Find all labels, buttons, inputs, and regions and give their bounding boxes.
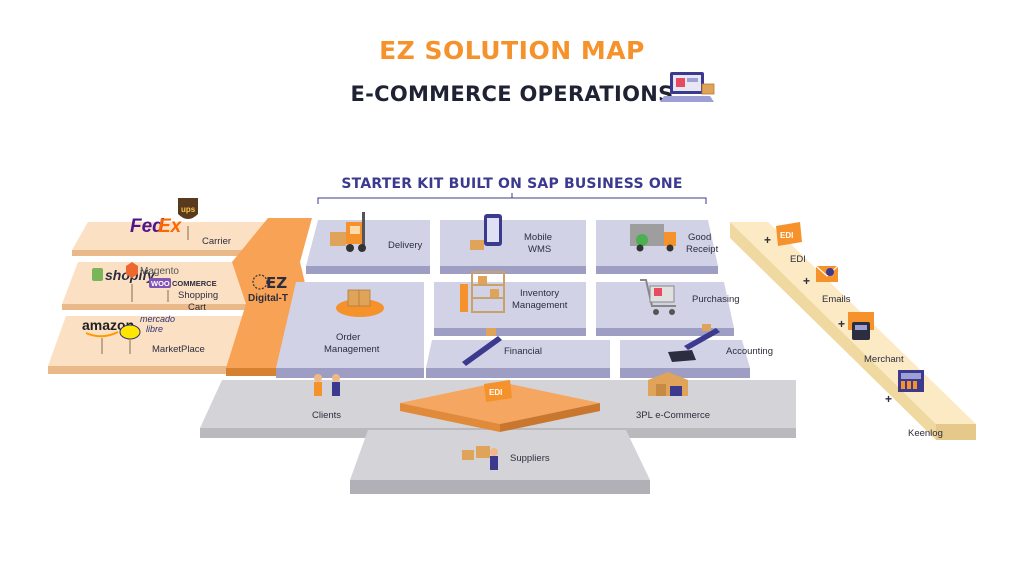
merchant-addon-plus: + <box>838 317 845 331</box>
mobile-phone-icon <box>470 214 502 250</box>
forklift-icon <box>330 212 366 252</box>
ez-logo-icon <box>252 274 268 290</box>
shopping-cart-label-line1: Shopping <box>178 290 218 301</box>
starter-kit-title: STARTER KIT BUILT ON SAP BUSINESS ONE <box>341 176 683 192</box>
accounting-label: Accounting <box>726 346 773 357</box>
woo-logo: WOO <box>151 279 170 288</box>
mercado-logo: mercado <box>140 314 175 324</box>
edi-addon-plus: + <box>764 233 771 247</box>
delivery-truck-icon <box>630 224 676 252</box>
shopping-cart-icon <box>640 279 676 315</box>
woo-badge <box>149 278 171 288</box>
third-party-logistics-label: 3PL e-Commerce <box>636 410 710 421</box>
inventory-shelf-icon <box>460 271 505 313</box>
page-title: EZ SOLUTION MAP <box>379 36 645 65</box>
keenlog-addon-plus: + <box>885 392 892 406</box>
starter-kit-bracket <box>317 193 707 204</box>
mobile-wms-label-line1: Mobile <box>524 232 552 243</box>
merchant-addon-label: Merchant <box>864 354 904 365</box>
order-management-label-line1: Order <box>336 332 360 343</box>
ecommerce-laptop-icon <box>660 72 715 102</box>
fedex-ex-logo: Ex <box>158 216 183 237</box>
libre-logo: libre <box>146 324 163 334</box>
edi-center-label: EDI <box>489 388 502 397</box>
conveyor-chart-icon <box>462 328 502 366</box>
inventory-management-label-line2: Management <box>512 300 568 311</box>
emails-addon-label: Emails <box>822 294 851 305</box>
purchasing-label: Purchasing <box>692 294 740 305</box>
calculator-icon <box>668 324 720 362</box>
amazon-smile-icon <box>85 331 119 338</box>
good-receipt-label-line1: Good <box>688 232 711 243</box>
marketplace-label: MarketPlace <box>152 344 205 355</box>
base-platform <box>200 380 796 494</box>
card-terminal-icon <box>848 312 874 340</box>
clients-label: Clients <box>312 410 341 421</box>
supplier-worker-icon <box>462 446 498 470</box>
magento-icon <box>126 262 138 278</box>
ups-logo-text: ups <box>181 205 196 214</box>
mobile-wms-label-line2: WMS <box>528 244 551 255</box>
ups-shield-icon: ups <box>178 198 198 219</box>
good-receipt-label-line2: Receipt <box>686 244 719 255</box>
magento-logo: Magento <box>140 266 179 277</box>
carrier-label: Carrier <box>202 236 231 247</box>
ez-digital-t-label: Digital-T <box>248 293 288 304</box>
mercado-libre-icon <box>119 324 141 340</box>
edi-addon-icon-text: EDI <box>780 231 793 240</box>
emails-addon-plus: + <box>803 274 810 288</box>
email-envelope-icon <box>815 265 839 282</box>
clients-people-icon <box>314 374 340 396</box>
fedex-logo: Fed <box>130 216 164 237</box>
woocommerce-logo: COMMERCE <box>172 279 217 288</box>
package-box-icon <box>336 289 384 317</box>
edi-addon-label: EDI <box>790 254 806 265</box>
ez-logo-text: EZ <box>266 274 287 292</box>
financial-label: Financial <box>504 346 542 357</box>
warehouse-icon <box>648 372 688 396</box>
inventory-management-label-line1: Inventory <box>520 288 559 299</box>
suppliers-label: Suppliers <box>510 453 550 464</box>
edi-badge-icon: EDI <box>484 380 512 402</box>
shopping-cart-label-line2: Cart <box>188 302 206 313</box>
edi-addon-icon: EDI <box>776 222 802 246</box>
page-subtitle: E-COMMERCE OPERATIONS <box>350 82 674 106</box>
keenlog-board-icon <box>898 370 924 392</box>
order-management-label-line2: Management <box>324 344 380 355</box>
shopify-bag-icon <box>92 268 103 281</box>
delivery-label: Delivery <box>388 240 423 251</box>
keenlog-addon-label: Keenlog <box>908 428 943 439</box>
